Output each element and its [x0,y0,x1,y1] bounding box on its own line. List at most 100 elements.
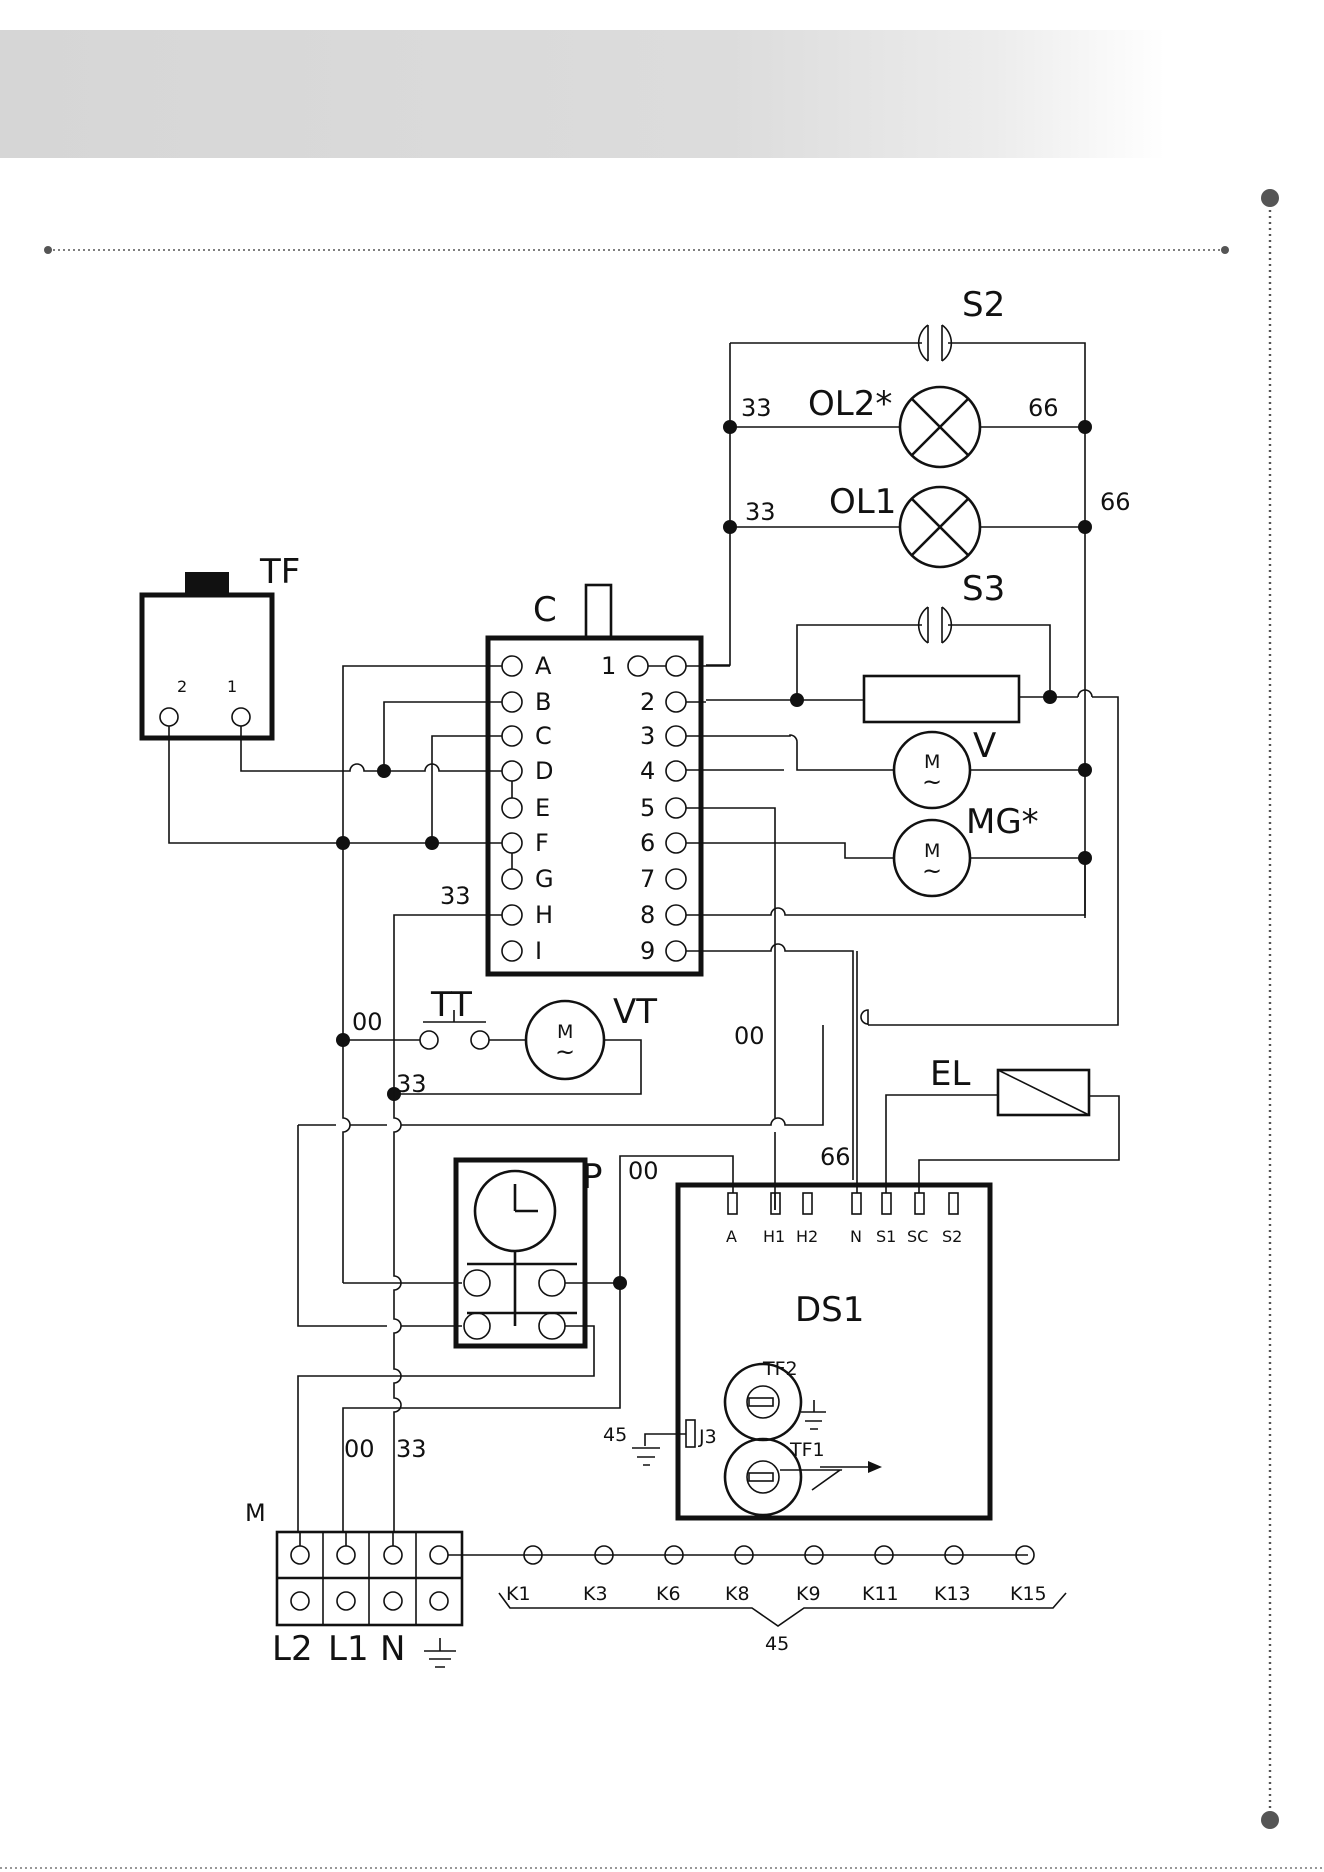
svg-text:00: 00 [734,1022,765,1050]
s2-switch [913,325,1024,361]
label-v: V [973,726,996,766]
page-decoration [0,189,1324,1868]
label-ds1: DS1 [795,1290,864,1330]
svg-text:5: 5 [640,794,655,822]
svg-text:H1: H1 [763,1227,785,1246]
label-p: P [582,1157,603,1197]
svg-text:2: 2 [640,688,655,716]
svg-text:K6: K6 [656,1583,681,1605]
junction-dot [723,520,737,534]
svg-text:D: D [535,757,553,785]
c-right-pin-circles [628,656,686,961]
svg-text:7: 7 [640,865,655,893]
svg-text:33: 33 [396,1435,427,1463]
svg-text:00: 00 [628,1157,659,1185]
svg-text:H2: H2 [796,1227,818,1246]
motor-vt-tilde: ~ [555,1038,575,1066]
svg-text:SC: SC [907,1227,928,1246]
svg-text:K1: K1 [506,1583,531,1605]
svg-text:S2: S2 [942,1227,962,1246]
svg-text:45: 45 [603,1424,627,1446]
junction-dot [790,693,804,707]
svg-text:6: 6 [640,829,655,857]
svg-text:45: 45 [765,1633,789,1655]
svg-text:4: 4 [640,757,655,785]
svg-text:N: N [850,1227,862,1246]
tf-pin-labels: 2 1 [177,677,237,696]
ds1-pin-labels: A H1 H2 N S1 SC S2 [726,1227,962,1246]
label-ol2: OL2* [808,384,892,424]
svg-text:B: B [535,688,551,716]
label-s2: S2 [962,285,1005,325]
label-tt: TT [430,985,472,1025]
svg-text:00: 00 [352,1008,383,1036]
svg-text:8: 8 [640,901,655,929]
label-s3: S3 [962,569,1005,609]
svg-text:A: A [535,652,552,680]
v-motor [706,732,1092,808]
svg-text:H: H [535,901,553,929]
svg-text:K15: K15 [1010,1583,1047,1605]
junction-dot [723,420,737,434]
label-tf: TF [259,552,300,592]
junction-dot [336,836,350,850]
svg-text:K8: K8 [725,1583,750,1605]
svg-text:66: 66 [820,1143,851,1171]
junction-dot [425,836,439,850]
label-el: EL [930,1054,970,1094]
svg-text:1: 1 [601,652,616,680]
svg-text:K3: K3 [583,1583,608,1605]
svg-text:S1: S1 [876,1227,896,1246]
k-terminal-labels: K1 K3 K6 K8 K9 K11 K13 K15 [506,1583,1047,1605]
junction-dot [1078,763,1092,777]
junction-dot [1078,520,1092,534]
svg-text:C: C [535,722,552,750]
svg-text:2: 2 [177,677,187,696]
ol2-lamp-icon [900,387,980,467]
svg-text:G: G [535,865,554,893]
svg-text:F: F [535,829,549,857]
label-c: C [533,590,557,630]
heater-resistor [864,676,1019,722]
junction-dot [1078,420,1092,434]
label-tf1: TF1 [789,1439,825,1461]
tf-thermostat [142,572,430,843]
svg-text:33: 33 [396,1070,427,1098]
label-vt: VT [613,992,657,1032]
svg-text:A: A [726,1227,737,1246]
ground-icon [424,1638,456,1667]
svg-text:I: I [535,937,542,965]
svg-text:66: 66 [1100,488,1131,516]
terminal-labels: L2 L1 N [272,1629,405,1669]
junction-dot [613,1276,627,1290]
svg-text:33: 33 [440,882,471,910]
svg-text:E: E [535,794,550,822]
svg-text:00: 00 [344,1435,375,1463]
svg-text:3: 3 [640,722,655,750]
junction-dot [377,764,391,778]
motor-mg-tilde: ~ [922,857,942,885]
label-ol1: OL1 [829,482,896,522]
svg-text:33: 33 [745,498,776,526]
c-left-pin-labels: A B C D E F G H I [535,652,554,965]
junction-dot [1043,690,1057,704]
p-timer [298,1156,733,1532]
svg-text:L1: L1 [328,1629,369,1669]
ol1-lamp-icon [900,487,980,567]
c-left-pin-circles [502,656,522,961]
svg-text:K11: K11 [862,1583,899,1605]
s3-heater-block [706,607,1118,1025]
motor-v-tilde: ~ [922,768,942,796]
label-j3: J3 [698,1426,717,1448]
svg-text:66: 66 [1028,394,1059,422]
svg-text:33: 33 [741,394,772,422]
label-m: M [245,1499,266,1527]
svg-text:N: N [380,1629,405,1669]
svg-text:9: 9 [640,937,655,965]
label-tf2: TF2 [762,1358,798,1380]
c-right-pin-labels: 1 2 3 4 5 6 7 8 9 [601,652,655,965]
s2-switch-arc [919,325,952,361]
svg-text:K9: K9 [796,1583,821,1605]
svg-text:L2: L2 [272,1629,313,1669]
